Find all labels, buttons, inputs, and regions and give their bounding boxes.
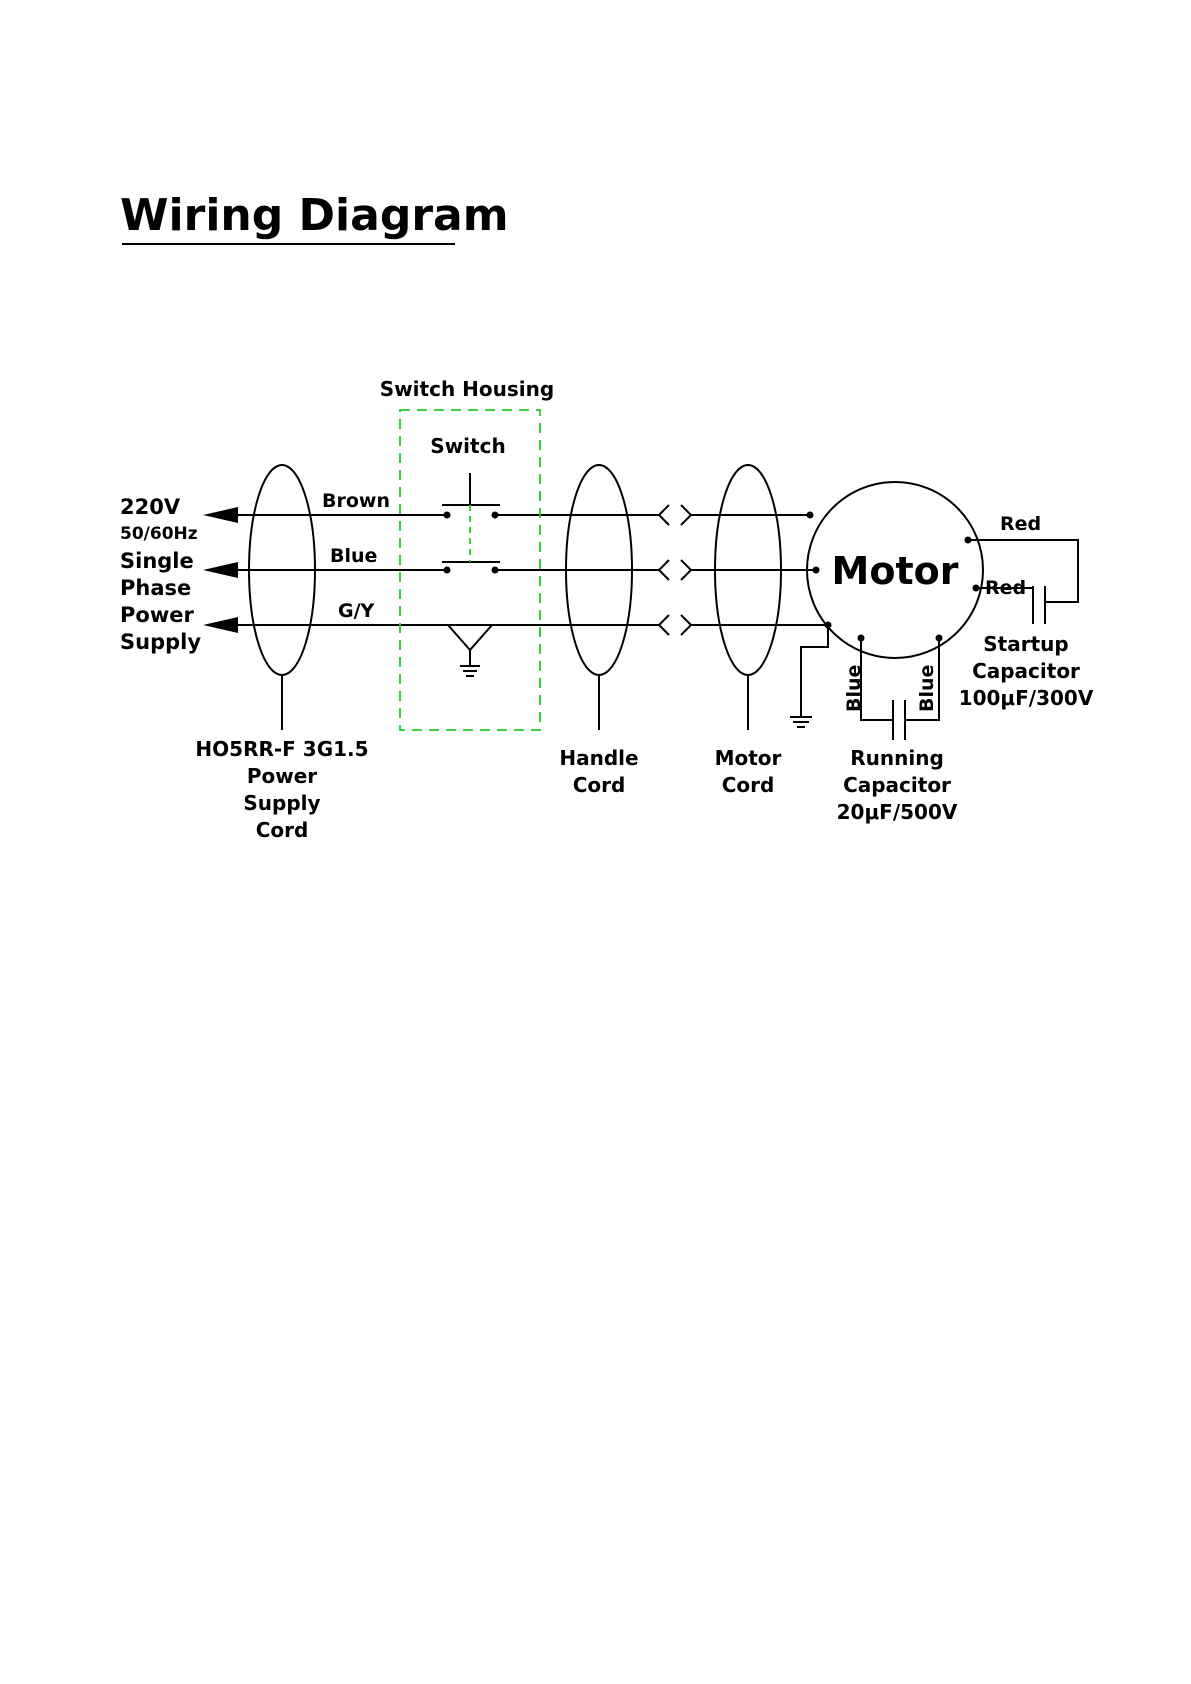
motor-label: Motor xyxy=(832,549,959,593)
switch-label: Switch xyxy=(430,434,505,458)
dot-blue-left xyxy=(858,635,865,642)
supply-voltage-label: 220V xyxy=(120,495,181,519)
power-cord-label-4: Cord xyxy=(256,818,309,842)
power-cord-label-3: Supply xyxy=(243,791,320,815)
connector-left-blue xyxy=(659,560,669,580)
power-cord-label-2: Power xyxy=(247,764,317,788)
blue-wire-left xyxy=(861,638,893,720)
running-cap-label-3: 20μF/500V xyxy=(837,800,958,824)
dot-blue-right xyxy=(936,635,943,642)
red-top-label: Red xyxy=(1000,513,1041,535)
startup-cap-label-2: Capacitor xyxy=(972,659,1080,683)
power-cord-label-1: HO5RR-F 3G1.5 xyxy=(195,737,368,761)
dot-motor-gy xyxy=(825,622,832,629)
connector-left-gy xyxy=(659,615,669,635)
blue-wire-label: Blue xyxy=(330,545,377,567)
startup-cap-label-1: Startup xyxy=(983,632,1068,656)
dot-red-top xyxy=(965,537,972,544)
running-cap-label-1: Running xyxy=(850,746,944,770)
supply-phase-label: Phase xyxy=(120,576,191,600)
dot-switch-blue-out xyxy=(492,567,499,574)
motor-cord-label-2: Cord xyxy=(722,773,775,797)
dot-motor-brown xyxy=(807,512,814,519)
handle-cord-label-1: Handle xyxy=(559,746,638,770)
supply-single-label: Single xyxy=(120,549,194,573)
connector-right-brown xyxy=(681,505,691,525)
gy-wire-label: G/Y xyxy=(338,600,375,622)
dot-motor-blue xyxy=(813,567,820,574)
dot-switch-brown-in xyxy=(444,512,451,519)
blue-right-label: Blue xyxy=(916,665,938,712)
connector-right-blue xyxy=(681,560,691,580)
dot-switch-brown-out xyxy=(492,512,499,519)
dot-red-bottom xyxy=(973,585,980,592)
handle-cord-label-2: Cord xyxy=(573,773,626,797)
connector-right-gy xyxy=(681,615,691,635)
connector-left-brown xyxy=(659,505,669,525)
motor-ground-wire xyxy=(801,625,828,717)
housing-ground-y xyxy=(448,625,492,650)
motor-cord-label-1: Motor xyxy=(715,746,782,770)
supply-supply-label: Supply xyxy=(120,630,201,654)
switch-housing-label: Switch Housing xyxy=(380,377,554,401)
supply-frequency-label: 50/60Hz xyxy=(120,524,198,544)
red-bottom-label: Red xyxy=(985,577,1026,599)
running-cap-label-2: Capacitor xyxy=(843,773,951,797)
arrow-blue xyxy=(203,562,238,578)
supply-power-label: Power xyxy=(120,603,194,627)
startup-cap-label-3: 100μF/300V xyxy=(959,686,1094,710)
blue-left-label: Blue xyxy=(843,665,865,712)
arrow-gy xyxy=(203,617,238,633)
arrow-brown xyxy=(203,507,238,523)
brown-wire-label: Brown xyxy=(322,490,390,512)
dot-switch-blue-in xyxy=(444,567,451,574)
